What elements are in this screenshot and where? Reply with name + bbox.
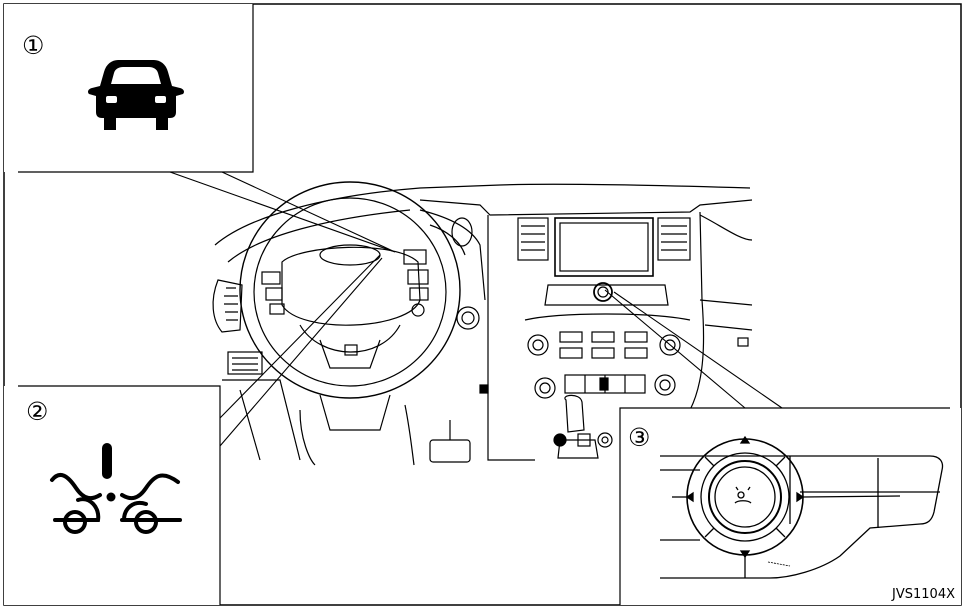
callout-3-number: ③: [628, 423, 650, 452]
control-panel-dial-icon: [660, 435, 944, 579]
callout-1-box: ①: [4, 4, 254, 173]
dash-knob: [456, 306, 480, 330]
center-stack: [487, 211, 705, 461]
left-switch-panel: [222, 351, 301, 461]
steering-wheel-hub: [261, 244, 429, 369]
intelligent-brake-assist-warning-icon: [50, 443, 182, 534]
dash-switch: [479, 384, 489, 394]
vehicle-ahead-icon: [88, 60, 184, 130]
callout-3-box: ③: [619, 407, 961, 605]
callout-2-box: ②: [4, 385, 221, 605]
steering-column: [299, 394, 415, 466]
figure-frame: [3, 3, 962, 606]
dash-top-outline: [214, 183, 751, 246]
dash-upper-curve: [227, 209, 411, 263]
callout-3-leader: [604, 289, 783, 409]
gear-shifter: [557, 394, 599, 459]
dash-trim-line: [419, 199, 753, 216]
steering-wheel-rim-outer: [239, 181, 461, 399]
steering-wheel-rim-inner: [253, 197, 447, 387]
dash-right-edge: [699, 214, 753, 241]
figure-code: JVS1104X: [891, 587, 955, 602]
callout-1-number: ①: [22, 31, 44, 60]
dashboard-drawing: [212, 181, 753, 466]
callout-1-leader: [169, 171, 396, 253]
left-air-vent: [212, 279, 243, 333]
shifter-switch: [553, 433, 567, 447]
brake-pedal: [429, 439, 471, 463]
callout-2-leader: [219, 254, 383, 447]
callout-2-number: ②: [26, 397, 48, 426]
